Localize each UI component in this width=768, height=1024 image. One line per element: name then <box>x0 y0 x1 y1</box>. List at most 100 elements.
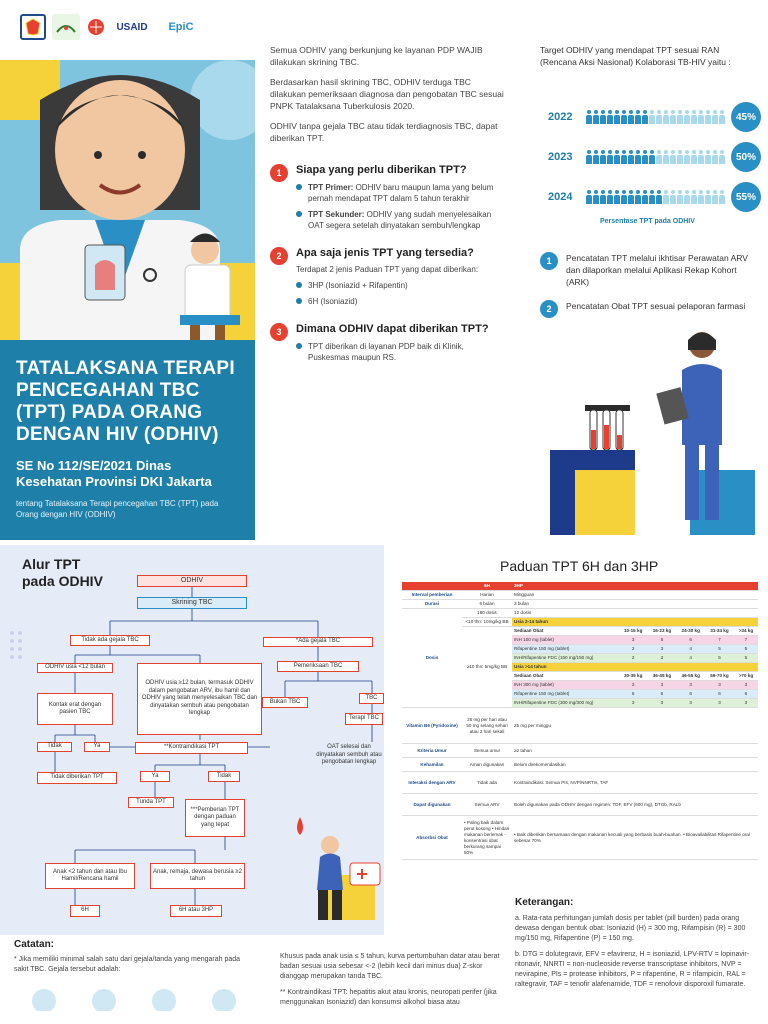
bullet-dot-icon <box>296 282 302 288</box>
flow-under-12-months: ODHIV usia <12 bulan <box>37 663 113 673</box>
person-icon <box>691 190 697 204</box>
person-icon <box>719 190 725 204</box>
catatan-text: * Jika memiliki minimal salah satu dari … <box>14 956 241 973</box>
regulation-description: tentang Tatalaksana Terapi pencegahan TB… <box>16 499 219 519</box>
flow-not-tb: Bukan TBC <box>262 697 308 708</box>
flow-connectors <box>10 587 381 920</box>
person-icon <box>677 190 683 204</box>
target-year: 2023 <box>548 151 573 163</box>
bullet-dot-icon <box>296 298 302 304</box>
flow-symptoms: *Ada gejala TBC <box>263 637 373 647</box>
person-icon <box>684 110 690 124</box>
person-icon <box>649 190 655 204</box>
person-icon <box>656 110 662 124</box>
person-icon <box>712 190 718 204</box>
target-percent: 50% <box>731 142 761 172</box>
question-number-3: 3 <box>270 323 288 341</box>
person-icon <box>593 110 599 124</box>
person-icon <box>677 150 683 164</box>
note-a: a. Rata-rata perhitungan jumlah dosis pe… <box>515 915 746 942</box>
flow-tb-therapy: Terapi TBC <box>345 713 383 725</box>
nurse-illustration <box>550 330 755 535</box>
child-note-1: Khusus pada anak usia ≤ 5 tahun, kurva p… <box>280 953 500 980</box>
flow-oat-done: OAT selesai dan dinyatakan sembuh atau p… <box>316 744 382 765</box>
person-icon <box>670 110 676 124</box>
record-number: 1 <box>540 252 558 270</box>
person-icon <box>663 110 669 124</box>
tpt-primer-text: ODHIV baru maupun lama yang belum pernah… <box>308 183 494 203</box>
table-row: <10 thn: 10mg/kg BB Usia 2-14 tahun <box>402 617 758 627</box>
person-icon <box>628 150 634 164</box>
hero-illustration <box>0 60 270 350</box>
flow-odhiv: ODHIV <box>137 575 247 587</box>
table-row: Usia >14 tahun <box>402 662 758 672</box>
bullet-dot-icon <box>296 184 302 190</box>
person-icon <box>719 150 725 164</box>
question-3-bullet-1: TPT diberikan di layanan PDP baik di Kli… <box>296 341 505 363</box>
person-icon <box>586 110 592 124</box>
person-icon <box>614 110 620 124</box>
person-icon <box>649 150 655 164</box>
person-icon <box>593 190 599 204</box>
title-block: TATALAKSANA TERAPI PENCEGAHAN TBC (TPT) … <box>0 340 255 540</box>
people-icons <box>586 110 725 124</box>
tpt-sekunder-text: ODHIV yang sudah menyelesaikan OAT seger… <box>308 210 492 230</box>
person-icon <box>621 190 627 204</box>
symptom-icons <box>32 989 236 1013</box>
tpt-primer-label: TPT Primer: <box>308 183 354 192</box>
question-3: 3 Dimana ODHIV dapat diberikan TPT? TPT … <box>270 323 505 363</box>
table-row: Interval pemberian Harian Mingguan <box>402 590 758 600</box>
person-icon <box>642 190 648 204</box>
intro-paragraph-1: Semua ODHIV yang berkunjung ke layanan P… <box>270 45 483 67</box>
flow-over-2-years: Anak, remaja, dewasa berusia ≥2 tahun <box>150 863 245 889</box>
flow-give-tpt: ***Pemberian TPT dengan paduan yang tepa… <box>185 799 245 837</box>
question-number-2: 2 <box>270 247 288 265</box>
target-row-2023: 2023 50% <box>548 142 761 172</box>
flow-6h: 6H <box>70 905 100 917</box>
person-icon <box>642 110 648 124</box>
people-icons <box>586 150 725 164</box>
doctors-illustration <box>0 60 270 350</box>
logo-bar: USAID EpiC <box>20 14 204 40</box>
table-row: Durasi 6 bulan 3 bulan <box>402 599 758 609</box>
person-icon <box>614 150 620 164</box>
child-notes: Khusus pada anak usia ≤ 5 tahun, kurva p… <box>280 952 505 1008</box>
person-icon <box>586 150 592 164</box>
target-row-2024: 2024 55% <box>548 182 761 212</box>
question-number-1: 1 <box>270 164 288 182</box>
table-row: Absorbsi Obat • Paling baik dalam perut … <box>402 815 758 860</box>
person-icon <box>663 150 669 164</box>
people-icons <box>586 190 725 204</box>
table-row: Kriteria Umur Semua umur ≥2 tahun <box>402 743 758 758</box>
table-row: Dosis 180 dosis 12 dosis <box>402 608 758 708</box>
person-icon <box>607 190 613 204</box>
person-icon <box>691 150 697 164</box>
record-text: Pencatatan Obat TPT sesuai pelaporan far… <box>566 301 746 311</box>
table-row: ≥10 thn: 5mg/kg BB Sediaan Obat 10-15 kg… <box>402 626 758 708</box>
intro-column: Semua ODHIV yang berkunjung ke layanan P… <box>270 44 505 363</box>
person-icon <box>635 150 641 164</box>
flow-6h-3hp: 6H atau 3HP <box>170 905 222 917</box>
target-row-2022: 2022 45% <box>548 102 761 132</box>
flow-title-line-1: Alur TPT <box>22 556 81 572</box>
usaid-logo: USAID <box>116 21 148 33</box>
record-item-2: 2 Pencatatan Obat TPT sesuai pelaporan f… <box>540 300 750 318</box>
target-year: 2022 <box>548 111 573 123</box>
person-icon <box>600 150 606 164</box>
child-note-2: ** Kontraindikasi TPT: hepatitis akut at… <box>280 989 497 1006</box>
question-1: 1 Siapa yang perlu diberikan TPT? TPT Pr… <box>270 164 505 231</box>
question-2-bullet-1: 3HP (Isoniazid + Rifapentin) <box>296 280 478 291</box>
flow-nurse-illustration <box>297 817 381 920</box>
dinkes-logo <box>52 14 80 40</box>
person-icon <box>656 190 662 204</box>
person-icon <box>621 110 627 124</box>
question-1-bullet-2: TPT Sekunder: ODHIV yang sudah menyelesa… <box>296 209 505 231</box>
person-icon <box>614 190 620 204</box>
flow-no-2: Tidak <box>208 771 240 782</box>
flow-no-symptoms: Tidak ada gejala TBC <box>70 635 150 646</box>
record-item-1: 1 Pencatatan TPT melalui ikhtisar Perawa… <box>540 252 750 288</box>
person-icon <box>607 150 613 164</box>
target-caption: Persentase TPT pada ODHIV <box>600 218 695 225</box>
table-header <box>402 582 462 591</box>
